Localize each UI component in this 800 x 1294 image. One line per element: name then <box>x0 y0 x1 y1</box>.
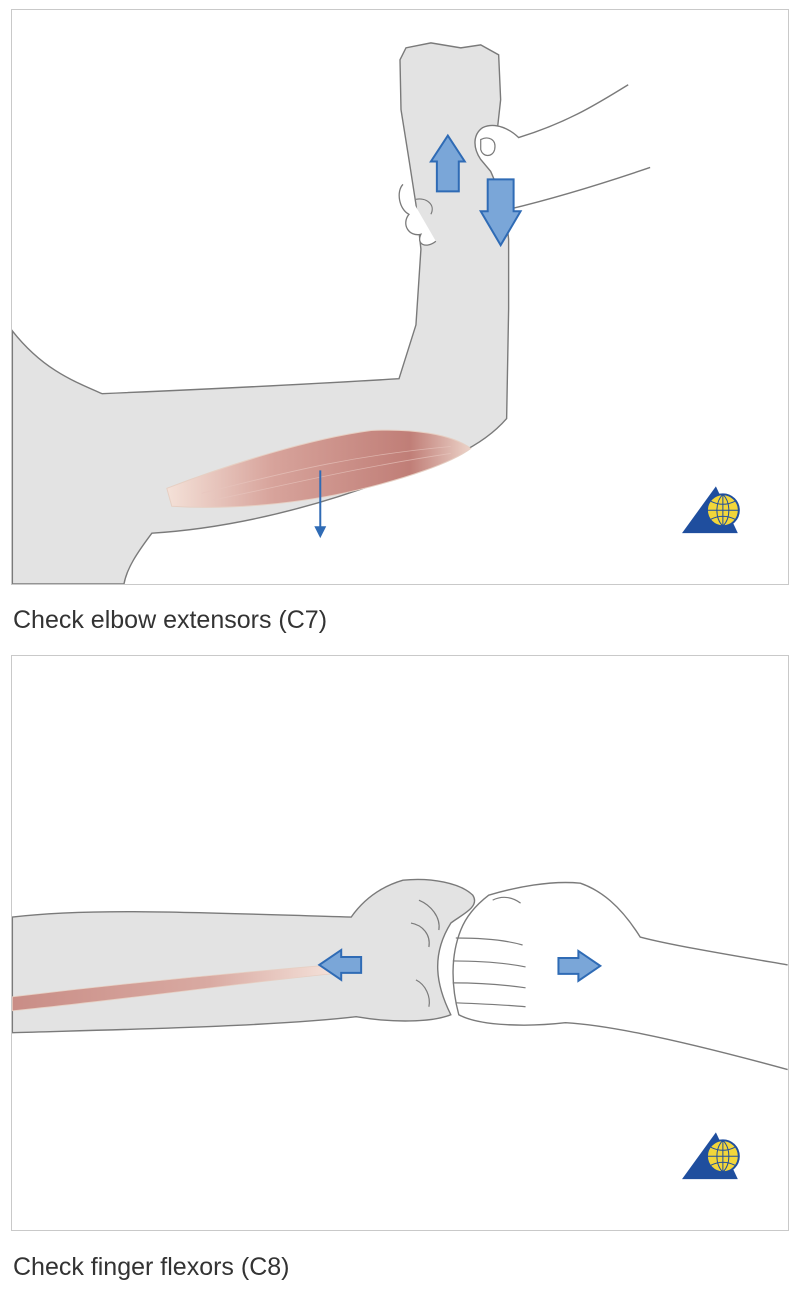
figure-elbow-extensors <box>11 9 789 585</box>
publisher-logo-icon <box>682 1132 740 1180</box>
examinee-forearm <box>12 878 476 1034</box>
figure-caption: Check elbow extensors (C7) <box>13 606 328 634</box>
examiner-hand <box>474 84 651 211</box>
triceps-muscle <box>166 429 472 508</box>
elbow-extensor-illustration <box>12 42 740 584</box>
examiner-hand <box>452 881 788 1071</box>
muscle-arrow-down <box>314 470 327 539</box>
publisher-logo-icon <box>682 486 740 534</box>
arrow-up <box>429 133 467 193</box>
arrow-right <box>557 949 603 983</box>
arrow-down <box>478 178 523 248</box>
finger-flexor-illustration <box>12 878 788 1180</box>
figure-finger-flexors <box>11 655 789 1231</box>
figure-caption: Check finger flexors (C8) <box>13 1253 290 1281</box>
arrow-left <box>317 948 363 982</box>
